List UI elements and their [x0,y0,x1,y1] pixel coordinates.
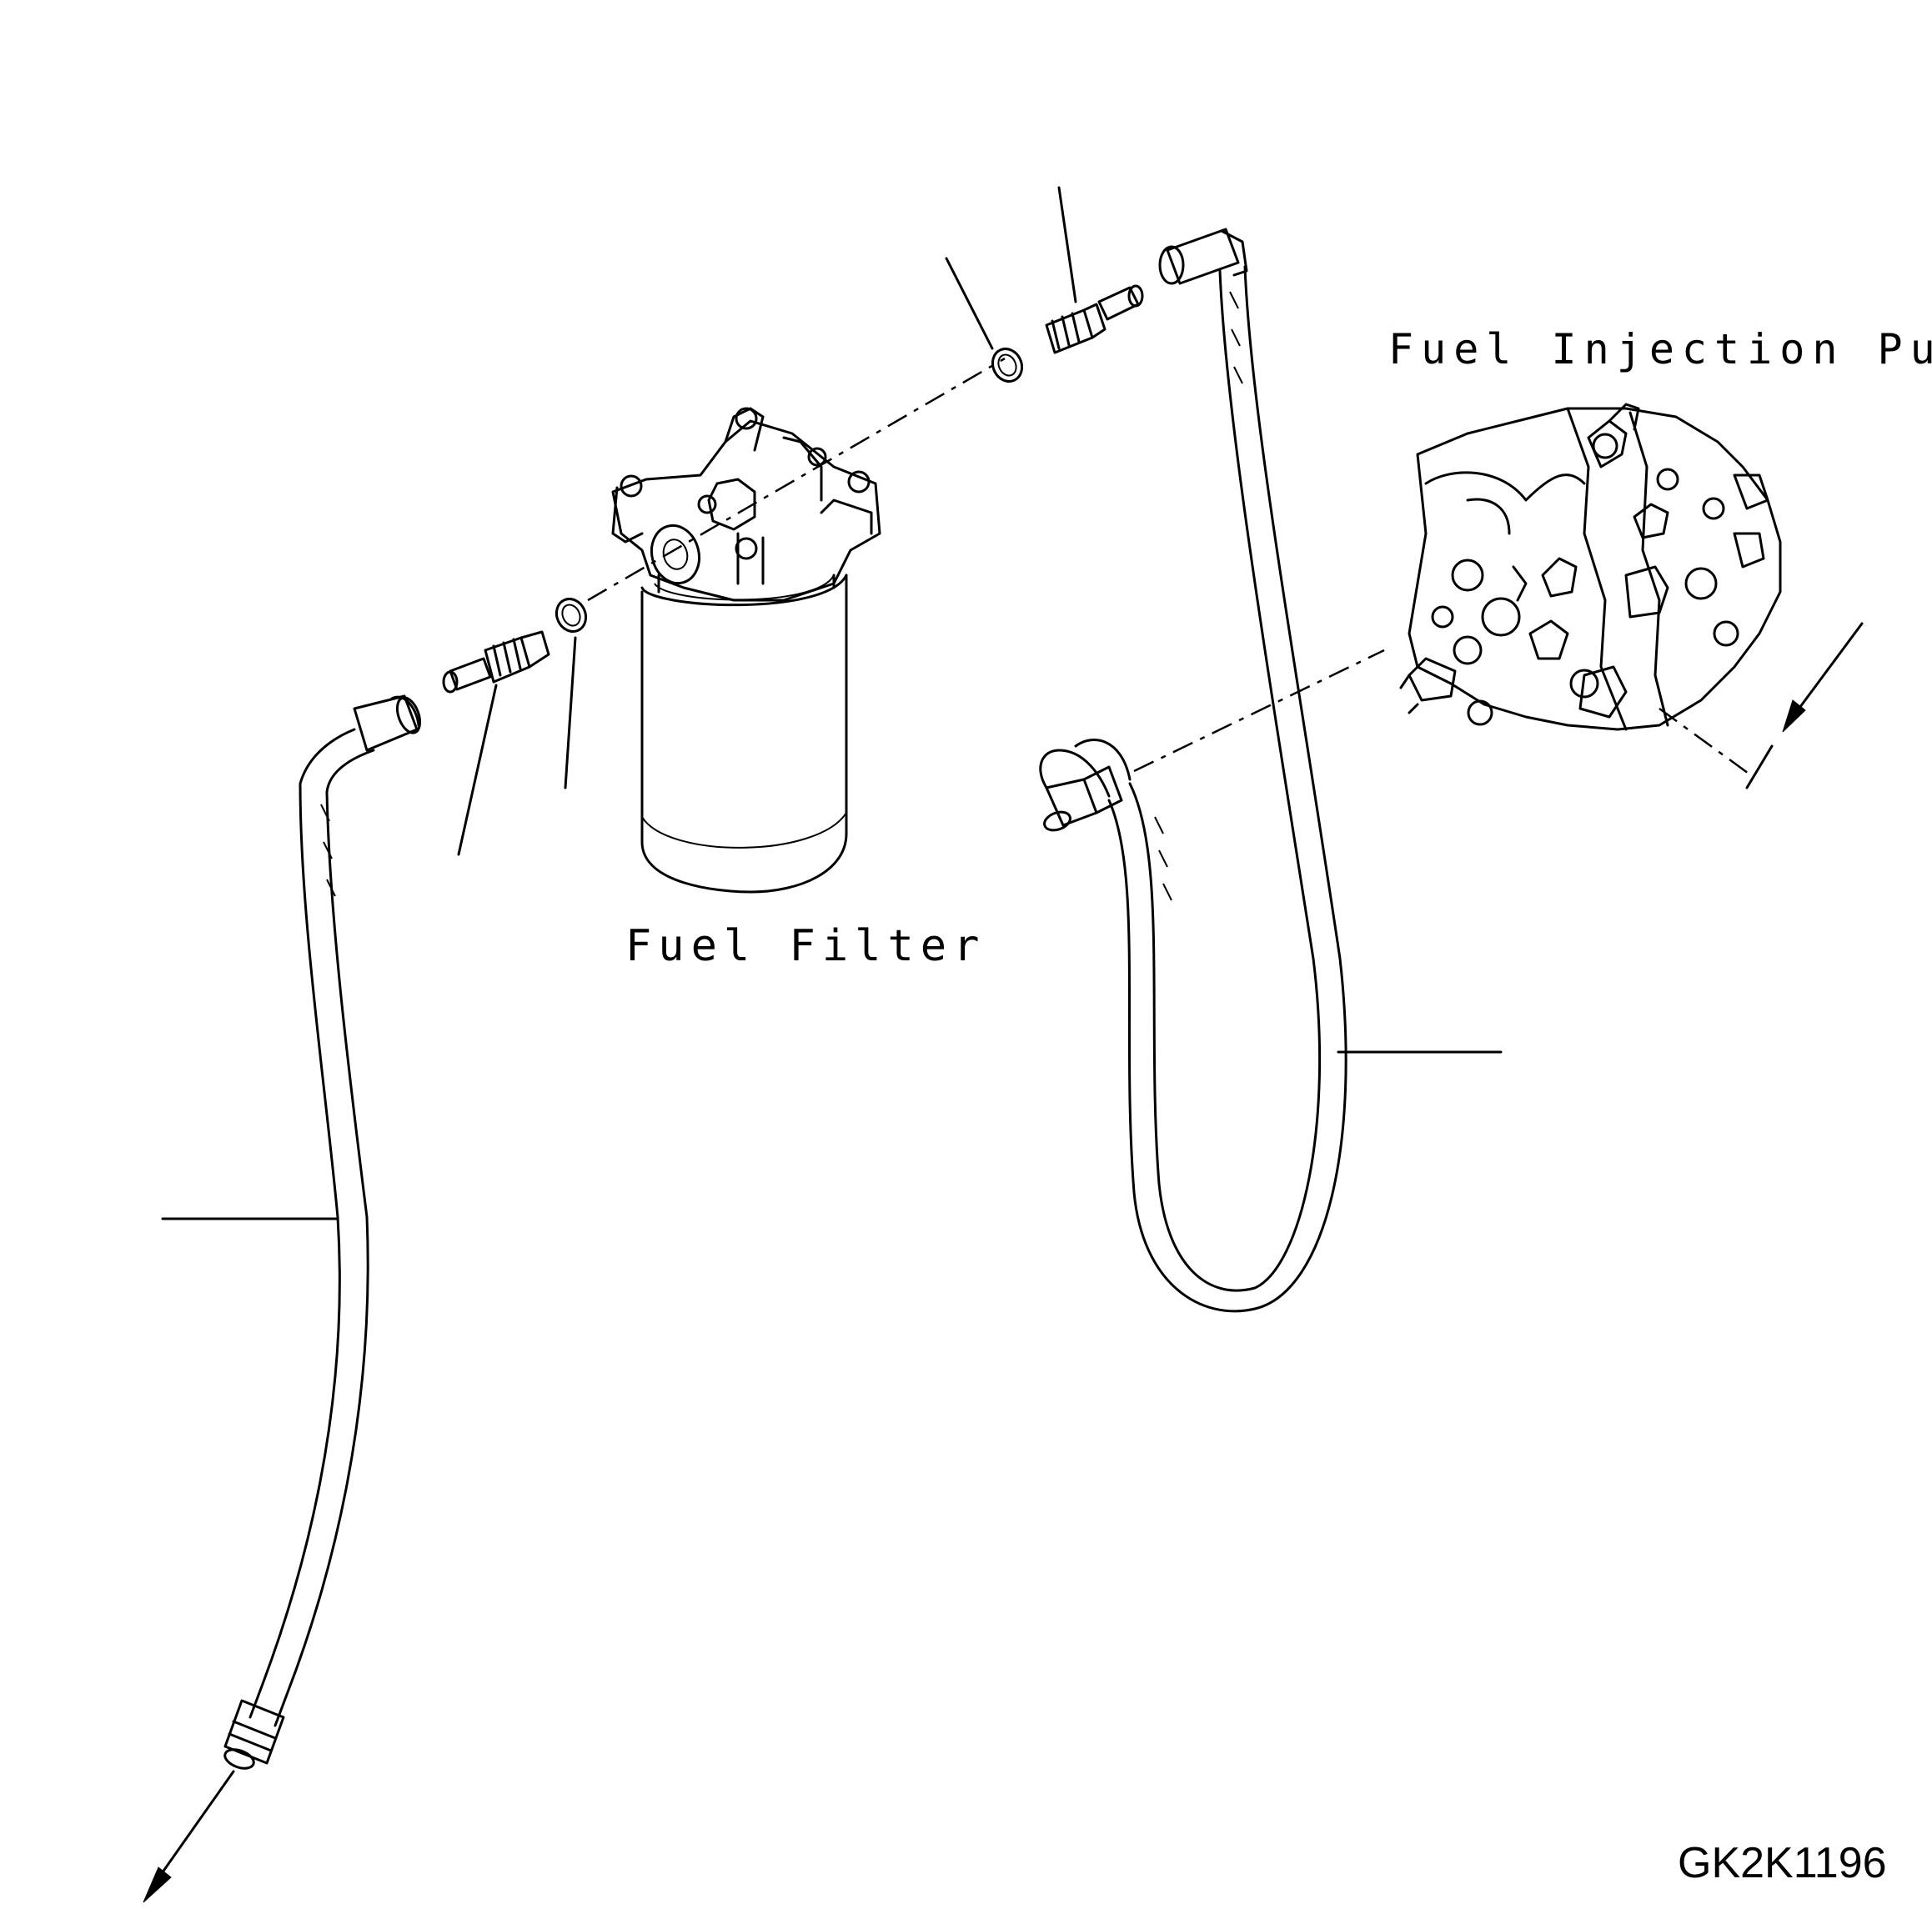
left-fuel-hose [143,694,422,1903]
inlet-fitting-left [442,630,550,856]
filter-centerline [587,357,1006,602]
drawing-code: GK2K1196 [1678,1839,1887,1887]
fuel-injection-pump-label: Fuel Injection Pump [1388,325,1932,373]
pump-centerline [1133,649,1385,773]
pump-centerline-2 [1659,707,1752,777]
right-fuel-hose [1039,228,1503,1313]
fuel-filter [611,407,881,894]
o-ring-right [945,257,1024,383]
o-ring-left [555,598,588,789]
outlet-fitting-right [1045,186,1144,354]
fuel-filter-label: Fuel Filter [625,921,986,971]
fuel-injection-pump [1399,403,1864,789]
